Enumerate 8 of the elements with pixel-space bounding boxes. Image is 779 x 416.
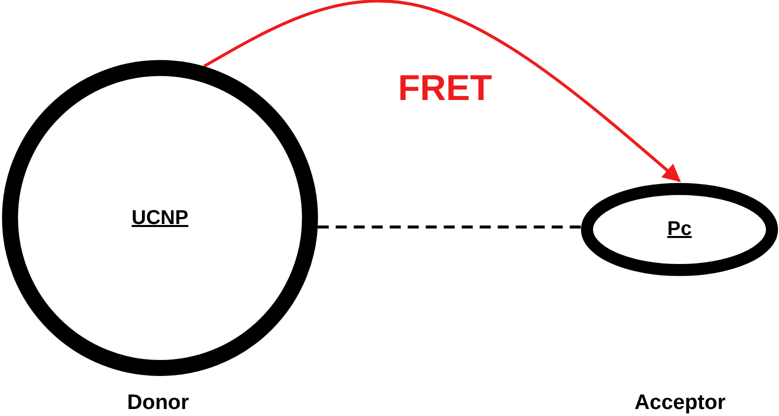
caption-label: Donor xyxy=(127,391,189,415)
node-label: Pc xyxy=(667,218,692,241)
node-label: UCNP xyxy=(132,206,188,230)
ellipse-node xyxy=(581,183,778,276)
connector-line xyxy=(318,226,582,228)
arrow xyxy=(203,0,681,182)
circle-node xyxy=(2,60,318,376)
caption-label: Acceptor xyxy=(634,391,726,415)
